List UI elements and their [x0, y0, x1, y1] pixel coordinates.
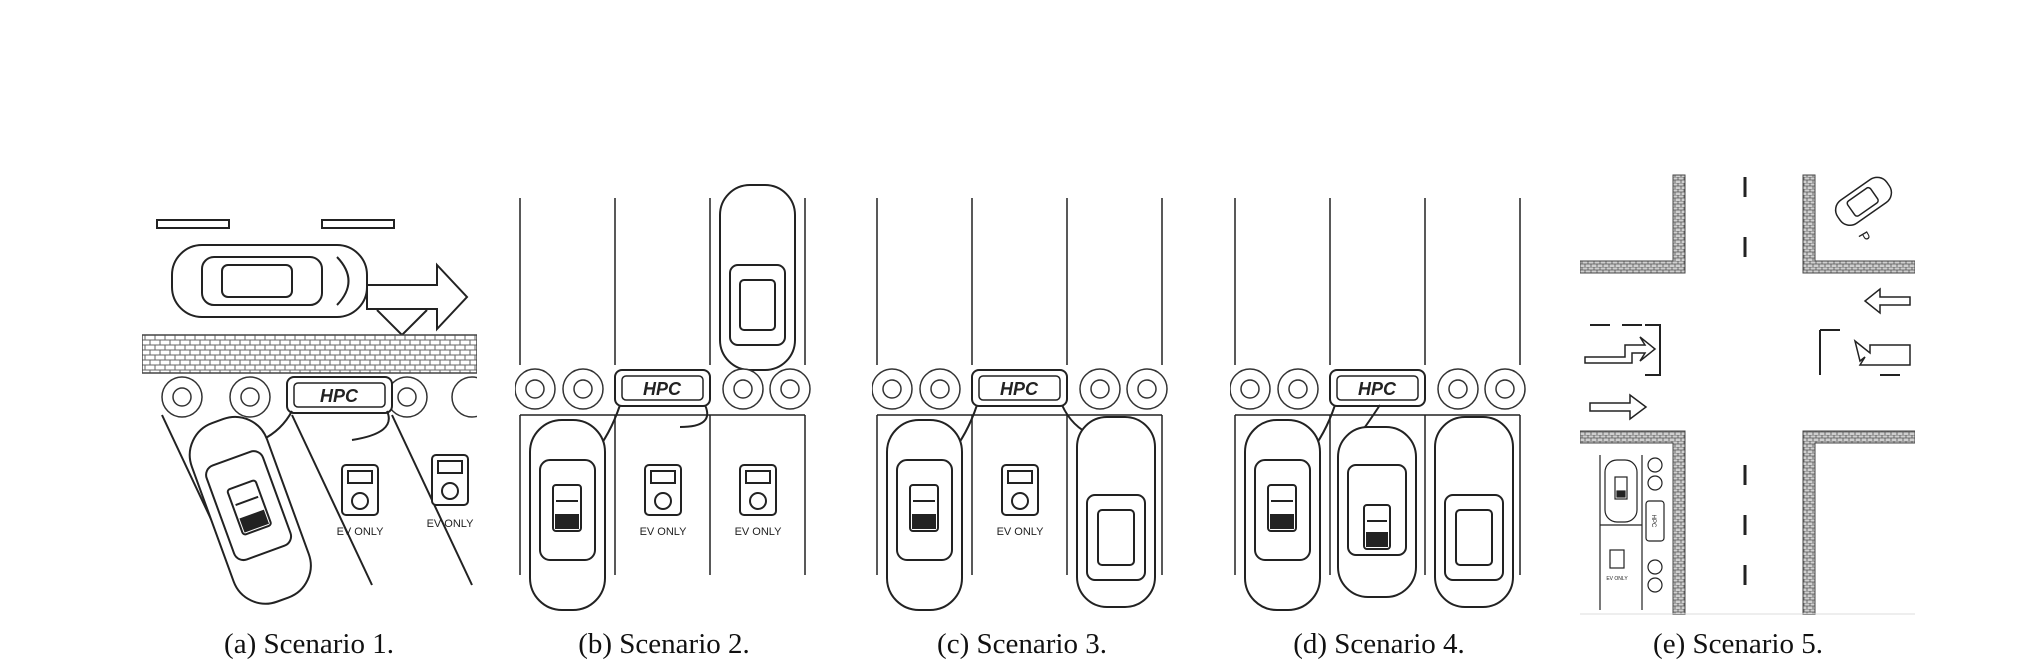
bush-row	[515, 368, 811, 410]
ev-only-marking: EV ONLY	[427, 454, 475, 530]
hpc-charger: HPC	[261, 376, 393, 441]
scenario-1-diagram: HPC EV ONLY EV ONLY	[142, 219, 477, 605]
bush-row	[1230, 368, 1526, 410]
caption-d: (d) Scenario 4.	[1293, 628, 1465, 660]
curb	[1580, 174, 1915, 615]
lane-marking	[156, 219, 230, 229]
ev-only-label: EV ONLY	[735, 526, 783, 538]
mini-ev-only-label: EV ONLY	[1606, 576, 1628, 582]
parked-car	[1434, 416, 1514, 608]
scenario-3-diagram: HPC EV ONLY	[872, 198, 1168, 611]
charging-ev	[529, 419, 606, 611]
hpc-charger: HPC	[1307, 369, 1426, 456]
caption-a: (a) Scenario 1.	[224, 628, 394, 660]
caption-b: (b) Scenario 2.	[578, 628, 750, 660]
charging-ev	[886, 419, 963, 611]
scenario-2-diagram: HPC EV ONLY EV ONLY	[515, 184, 811, 611]
ev-only-label: EV ONLY	[997, 526, 1045, 538]
hpc-label: HPC	[320, 386, 359, 406]
ev-only-marking: EV ONLY	[337, 464, 385, 538]
parked-car	[1076, 416, 1156, 608]
hpc-label: HPC	[1000, 379, 1039, 399]
panel-e: P HPC EV ONLY	[1580, 165, 1915, 615]
charging-ev	[1337, 426, 1417, 598]
panel-a: HPC EV ONLY EV ONLY	[142, 165, 477, 615]
direction-arrow-icon	[366, 262, 469, 337]
direction-arrow-icon	[1584, 287, 1911, 421]
ev-only-label: EV ONLY	[427, 518, 475, 530]
caption-e: (e) Scenario 5.	[1653, 628, 1823, 660]
stop-line	[1590, 324, 1900, 376]
hpc-charger: HPC	[949, 369, 1093, 456]
panel-b: HPC EV ONLY EV ONLY	[515, 165, 815, 615]
bush-row	[872, 368, 1168, 410]
panel-c: HPC EV ONLY	[872, 165, 1172, 615]
ev-only-marking: EV ONLY	[997, 464, 1045, 538]
bush-row	[161, 376, 477, 418]
parking-bay-lines	[1234, 198, 1521, 575]
parking-bay-lines	[876, 198, 1163, 575]
ev-only-marking: EV ONLY	[640, 464, 688, 538]
parked-car	[719, 184, 796, 371]
parking-bay-lines	[519, 198, 806, 575]
panel-d: HPC	[1230, 165, 1530, 615]
hpc-label: HPC	[1358, 379, 1397, 399]
hpc-label: HPC	[643, 379, 682, 399]
mini-parking-scene: HPC EV ONLY	[1599, 455, 1665, 610]
ev-only-label: EV ONLY	[640, 526, 688, 538]
passing-car	[171, 244, 368, 318]
parked-car	[1834, 176, 1893, 227]
caption-c: (c) Scenario 3.	[937, 628, 1107, 660]
scenario-5-diagram: P HPC EV ONLY	[1580, 165, 1915, 615]
hpc-charger: HPC	[592, 369, 711, 456]
ev-only-marking: EV ONLY	[735, 464, 783, 538]
charging-ev	[188, 415, 312, 605]
scenario-4-diagram: HPC	[1230, 198, 1526, 611]
lane-marking	[321, 219, 395, 229]
sidewalk	[142, 334, 477, 374]
ev-only-label: EV ONLY	[337, 526, 385, 538]
mini-hpc-label: HPC	[1650, 515, 1656, 528]
charging-ev	[1244, 419, 1321, 611]
